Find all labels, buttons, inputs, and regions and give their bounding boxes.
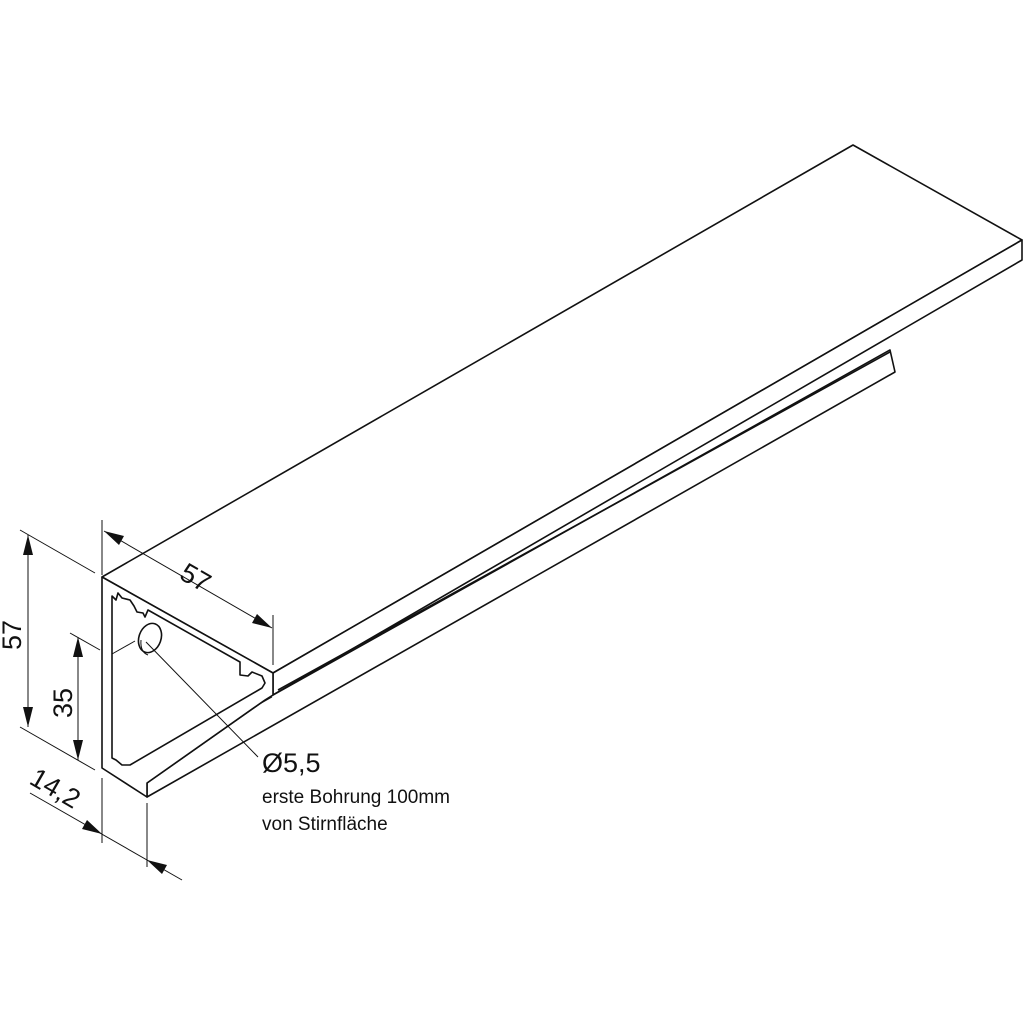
hole-edge: [140, 639, 149, 656]
dimension-lines: 57 57 35 14,2: [0, 520, 274, 881]
dim-total-height: 57: [0, 620, 27, 650]
dim-lip-depth: 14,2: [25, 762, 86, 814]
dim-inner-height: 35: [48, 688, 78, 718]
hole-leader: [145, 641, 259, 758]
groove-line: [277, 351, 891, 691]
top-face: [101, 144, 1023, 674]
hole-diameter-label: Ø5,5: [262, 748, 321, 778]
end-profile-inner: [111, 592, 266, 766]
end-profile: [101, 576, 274, 798]
note-line-1: erste Bohrung 100mm: [262, 787, 450, 808]
rail-body: [101, 144, 1023, 798]
note-line-2: von Stirnfläche: [262, 814, 388, 835]
hole: [137, 622, 163, 654]
inner-seam: [111, 640, 136, 655]
